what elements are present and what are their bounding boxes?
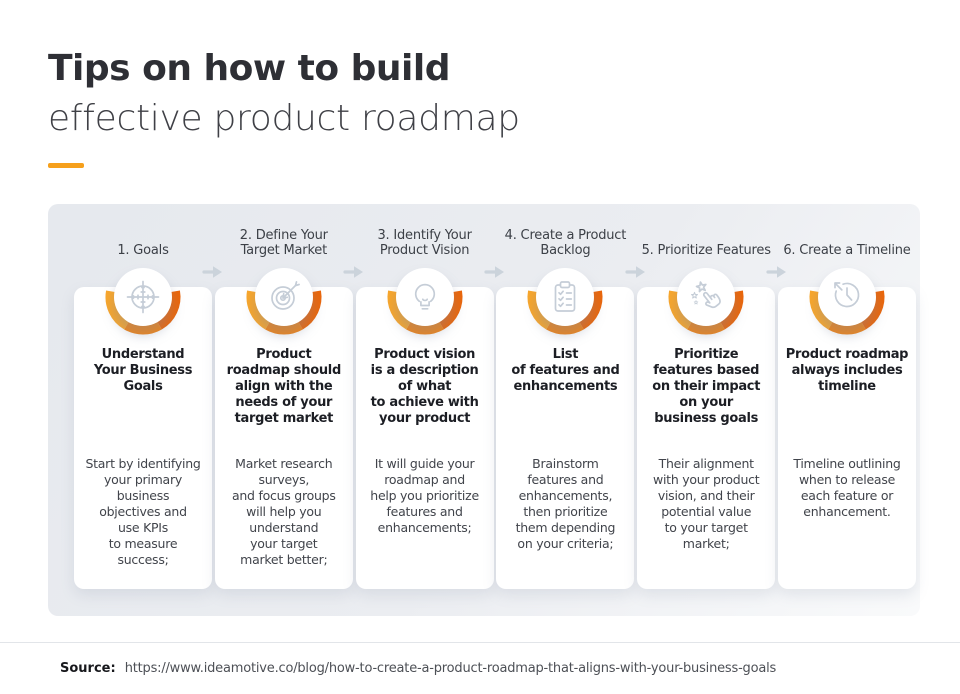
step-badge-3 xyxy=(383,255,467,339)
step-label-2: 2. Define Your Target Market xyxy=(239,228,328,258)
icon-circle xyxy=(395,268,454,326)
bullseye-dart-icon xyxy=(270,281,300,310)
step-label-6: 6. Create a Timeline xyxy=(783,243,911,258)
arrow-right-icon xyxy=(484,266,504,278)
step-label-4: 4. Create a Product Backlog xyxy=(504,228,627,258)
hand-stars-icon xyxy=(691,281,722,309)
orange-ring-arc xyxy=(246,290,322,335)
arrow-right-icon xyxy=(343,266,363,278)
card-body-1: Start by identifying your primary busine… xyxy=(85,456,201,567)
step-card-5: Prioritize features based on their impac… xyxy=(637,268,776,589)
page-title-line1: Tips on how to build xyxy=(48,48,450,89)
source-label: Source: xyxy=(60,661,116,676)
step-column-6: 6. Create a Timeline xyxy=(777,204,916,589)
card-body-4: Brainstorm features and enhancements, th… xyxy=(515,456,616,551)
icon-circle xyxy=(536,268,595,326)
step-column-1: 1. Goals Unde xyxy=(74,204,212,589)
clock-deadline-icon xyxy=(834,282,860,308)
card-heading-5: Prioritize features based on their impac… xyxy=(652,347,761,426)
step-badge-5 xyxy=(664,255,748,339)
step-card-1: Understand Your Business Goals Start by … xyxy=(74,268,212,589)
step-card-6: Product roadmap always includes timeline… xyxy=(777,268,916,589)
lightbulb-icon xyxy=(414,283,435,310)
step-column-4: 4. Create a Product Backlog xyxy=(496,204,635,589)
card-heading-3: Product vision is a description of what … xyxy=(370,347,479,426)
icon-circle xyxy=(254,268,313,326)
arrow-right-icon xyxy=(625,266,645,278)
step-badge-1 xyxy=(101,255,185,339)
title-accent-underline xyxy=(48,163,84,168)
source-url: https://www.ideamotive.co/blog/how-to-cr… xyxy=(124,661,777,676)
orange-ring-arc xyxy=(809,290,885,335)
step-card-3: Product vision is a description of what … xyxy=(355,268,494,589)
step-column-3: 3. Identify Your Product Vision xyxy=(355,204,494,589)
icon-circle xyxy=(817,268,876,326)
card-body-6: Timeline outlining when to release each … xyxy=(793,456,901,519)
step-card-2: Product roadmap should align with the ne… xyxy=(214,268,353,589)
card-body-3: It will guide your roadmap and help you … xyxy=(370,456,479,535)
card-heading-2: Product roadmap should align with the ne… xyxy=(226,347,342,426)
card-heading-4: List of features and enhancements xyxy=(511,347,620,394)
icon-circle xyxy=(677,268,736,326)
step-card-4: List of features and enhancements Brains… xyxy=(496,268,635,589)
card-body-2: Market research surveys, and focus group… xyxy=(231,456,336,567)
orange-ring-arc xyxy=(668,290,744,335)
card-heading-1: Understand Your Business Goals xyxy=(93,347,193,394)
roadmap-steps-panel: 1. Goals Unde xyxy=(48,204,920,616)
step-label-1: 1. Goals xyxy=(117,243,169,258)
page-title-line2: effective product roadmap xyxy=(48,98,520,139)
card-heading-6: Product roadmap always includes timeline xyxy=(785,347,909,394)
step-label-3: 3. Identify Your Product Vision xyxy=(377,228,472,258)
step-column-5: 5. Prioritize Features xyxy=(637,204,776,589)
steps-row: 1. Goals Unde xyxy=(74,204,916,589)
orange-ring-arc xyxy=(387,290,463,335)
arrow-right-icon xyxy=(766,266,786,278)
source-footer: Source: https://www.ideamotive.co/blog/h… xyxy=(0,642,960,694)
orange-ring-arc xyxy=(105,290,181,335)
card-body-5: Their alignment with your product vision… xyxy=(652,456,760,551)
crosshair-target-icon xyxy=(126,280,160,314)
arrow-right-icon xyxy=(202,266,222,278)
step-badge-2 xyxy=(242,255,326,339)
step-label-5: 5. Prioritize Features xyxy=(641,243,771,258)
orange-ring-arc xyxy=(527,290,603,335)
step-column-2: 2. Define Your Target Market xyxy=(214,204,353,589)
step-badge-6 xyxy=(805,255,889,339)
step-badge-4 xyxy=(523,255,607,339)
page-title: Tips on how to build effective product r… xyxy=(48,44,520,144)
icon-circle xyxy=(114,268,172,326)
clipboard-checklist-icon xyxy=(555,281,576,312)
